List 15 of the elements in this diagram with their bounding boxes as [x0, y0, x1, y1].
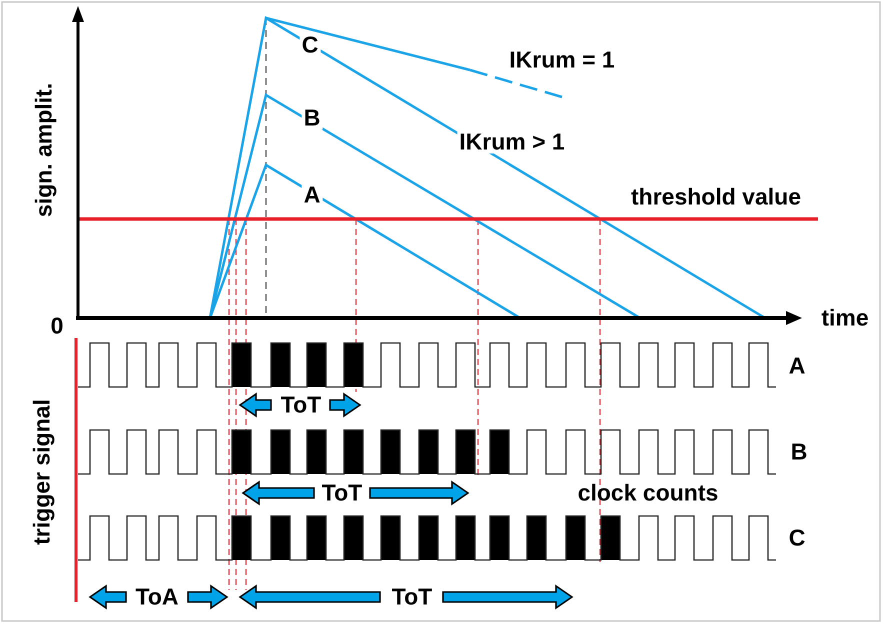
annotation: clock counts — [578, 482, 718, 504]
dimension-label: ToT — [392, 586, 432, 608]
origin-label: 0 — [50, 314, 64, 338]
dimension-label: ToT — [322, 482, 362, 504]
waveform-label: B — [790, 440, 808, 464]
curve-label: B — [302, 106, 322, 130]
dimension-label: ToT — [280, 394, 322, 416]
waveform-label: C — [788, 526, 806, 550]
curve-label: IKrum > 1 — [457, 130, 567, 154]
axis-label: sign. amplit. — [32, 82, 56, 218]
dimension-label: ToA — [136, 586, 178, 608]
threshold-label: threshold value — [631, 186, 801, 208]
axis-label: time — [821, 306, 869, 330]
axis-label: trigger signal — [30, 399, 54, 545]
waveform-label: A — [788, 354, 806, 378]
